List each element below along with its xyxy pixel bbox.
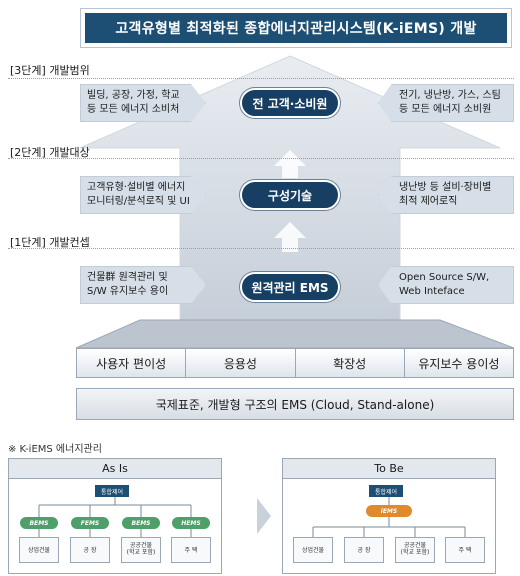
page-title: 고객유형별 최적화된 종합에너지관리시스템(K-iEMS) 개발 — [85, 13, 507, 43]
stage-3-label: [3단계] 개발범위 — [10, 64, 90, 77]
pillar-usability: 사용자 편이성 — [77, 349, 187, 377]
asis-panel: As Is 통합제어 BEMS FEMS BEMS HEMS 상업건물 공 장 … — [8, 458, 222, 574]
tobe-connector-lines — [312, 495, 466, 537]
stage-3-left-box: 빌딩, 공장, 가정, 학교 등 모든 에너지 소비처 — [80, 84, 206, 122]
transition-arrow-icon — [257, 498, 271, 534]
building-house-icon — [445, 537, 485, 563]
building-house-icon — [171, 537, 211, 563]
building-label: 공 장 — [357, 547, 371, 554]
stage-3-right-box: 전기, 냉난방, 가스, 스팀 등 모든 에너지 소비원 — [378, 84, 514, 122]
stage-2-left-box: 고객유형·설비별 에너지 모니터링/분석로직 및 UI — [80, 176, 206, 214]
stage-divider — [8, 78, 514, 79]
tobe-ems-iems: iEMS — [366, 505, 412, 517]
building-commercial-icon — [293, 537, 333, 563]
asis-ems-hems: HEMS — [172, 517, 210, 529]
asis-control-chip: 통합제어 — [95, 485, 130, 497]
building-label: 주 택 — [458, 547, 472, 554]
base-bar: 국제표준, 개발형 구조의 EMS (Cloud, Stand-alone) — [76, 388, 514, 420]
up-arrow-icon — [274, 222, 306, 252]
asis-ems-fems: FEMS — [71, 517, 109, 529]
building-label: 공공건물 (학교 포함) — [400, 542, 430, 556]
pillar-applicability: 응용성 — [186, 349, 296, 377]
building-label: 공 장 — [83, 547, 97, 554]
stage-1-label: [1단계] 개발컨셉 — [10, 236, 90, 249]
stage-3-center-pill: 전 고객·소비원 — [240, 88, 340, 118]
stage-1-right-box: Open Source S/W, Web Inteface — [378, 266, 514, 304]
tobe-control-chip: 통합제어 — [369, 485, 404, 497]
up-arrow-icon — [274, 150, 306, 178]
asis-connector-lines — [38, 495, 192, 537]
asis-title: As Is — [9, 459, 221, 479]
note-text: ※ K-iEMS 에너지관리 — [8, 444, 102, 455]
stage-2-label: [2단계] 개발대상 — [10, 146, 90, 159]
building-label: 주 택 — [184, 547, 198, 554]
building-label: 공공건물 (학교 포함) — [126, 542, 156, 556]
pillar-row: 사용자 편이성 응용성 확장성 유지보수 용이성 — [76, 348, 514, 378]
building-public-icon — [121, 537, 161, 563]
tobe-title: To Be — [283, 459, 495, 479]
stage-1-center-pill: 원격관리 EMS — [240, 272, 340, 302]
building-public-icon — [395, 537, 435, 563]
stage-divider — [8, 248, 514, 249]
pillar-maintainability: 유지보수 용이성 — [404, 349, 513, 377]
stage-2-right-box: 냉난방 등 설비·장비별 최적 제어로직 — [378, 176, 514, 214]
stage-2-center-pill: 구성기술 — [240, 180, 340, 210]
building-label: 상업건물 — [27, 547, 51, 554]
building-label: 상업건물 — [301, 547, 325, 554]
stage-1-left-box: 건물群 원격관리 및 S/W 유지보수 용이 — [80, 266, 206, 304]
building-factory-icon — [70, 537, 110, 563]
building-commercial-icon — [19, 537, 59, 563]
asis-ems-bems: BEMS — [122, 517, 160, 529]
asis-ems-bems: BEMS — [20, 517, 58, 529]
pillar-extensibility: 확장성 — [295, 349, 405, 377]
stage-divider — [8, 158, 514, 159]
building-factory-icon — [344, 537, 384, 563]
title-bar: 고객유형별 최적화된 종합에너지관리시스템(K-iEMS) 개발 — [80, 8, 512, 48]
tobe-panel: To Be 통합제어 iEMS 상업건물 공 장 공공건물 (학교 포함) 주 … — [282, 458, 496, 574]
